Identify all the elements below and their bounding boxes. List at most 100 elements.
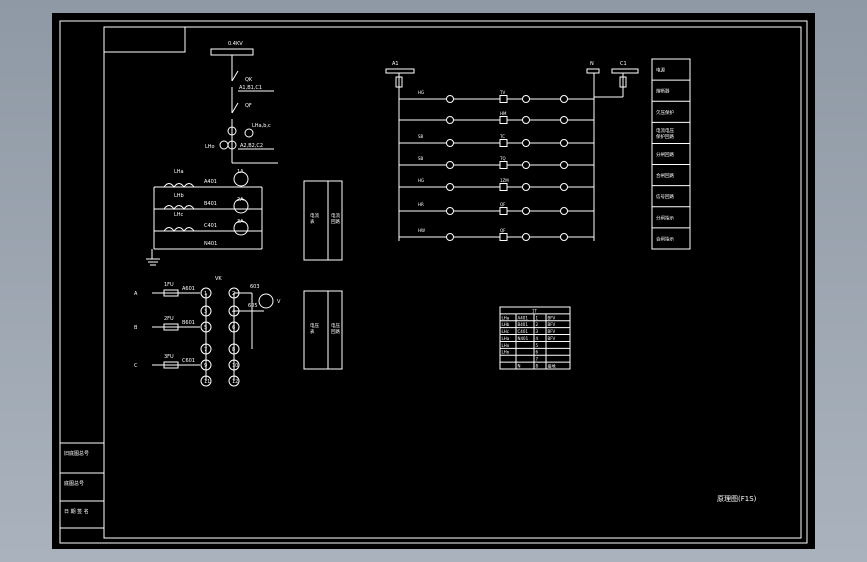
title-block-row-3: 日 期 签 名 bbox=[64, 508, 89, 515]
legend-item: 熔断器 bbox=[656, 88, 670, 95]
vk-terminal-label: 6 bbox=[232, 325, 235, 331]
vk-terminal-label: 1 bbox=[204, 291, 207, 297]
terminal-table-cell: LHo bbox=[502, 350, 510, 355]
legend-item: 分闸回路 bbox=[656, 151, 674, 158]
wire-b401: B401 bbox=[204, 201, 217, 207]
legend-item: 欠压保护 bbox=[656, 109, 674, 116]
terminal-table-cell: LHo bbox=[502, 343, 510, 348]
meter-3a: 3A bbox=[237, 219, 244, 225]
control-lamp bbox=[522, 161, 530, 169]
control-terminal bbox=[560, 207, 568, 215]
control-contact bbox=[446, 183, 454, 191]
device-box-left-label: 电流 bbox=[310, 212, 319, 219]
fuse-3fu-label: 3FU bbox=[164, 354, 174, 360]
drawing-title: 原理图(F1S) bbox=[717, 495, 757, 503]
device-box-right-label: 回路 bbox=[331, 218, 340, 225]
fuse-3fu bbox=[163, 361, 179, 369]
corner-block bbox=[103, 26, 186, 53]
vk-terminal-label: 11 bbox=[204, 379, 210, 385]
terminal-table-cell: C401 bbox=[518, 329, 529, 334]
control-lamp bbox=[522, 183, 530, 191]
terminal-table-cell: 1 bbox=[536, 315, 539, 320]
terminal-table-cell: B401 bbox=[518, 322, 529, 327]
terminal-table-cell: 3 bbox=[536, 329, 539, 334]
control-terminal bbox=[560, 233, 568, 241]
phases-top-label: A1,B1,C1 bbox=[239, 85, 262, 91]
vk-terminal-label: 12 bbox=[232, 379, 238, 385]
control-lamp bbox=[522, 233, 530, 241]
switch-qf-label: QF bbox=[245, 103, 252, 109]
control-relay bbox=[499, 95, 508, 103]
bus-n-label: N bbox=[590, 61, 594, 67]
bus-a1 bbox=[385, 68, 415, 74]
control-row-device-label: TC bbox=[499, 134, 505, 139]
bus-a1-label: A1 bbox=[392, 61, 399, 67]
wire-n401: N401 bbox=[204, 241, 217, 247]
device-box-current bbox=[303, 180, 343, 261]
control-contact bbox=[446, 139, 454, 147]
coil-lhc bbox=[163, 227, 195, 232]
fuse-2fu bbox=[163, 323, 179, 331]
control-contact bbox=[446, 161, 454, 169]
legend-column bbox=[651, 58, 691, 250]
coil-label-a: LHa bbox=[174, 169, 184, 175]
terminal-table-cell: N bbox=[518, 364, 521, 369]
legend-item: 电流电压 bbox=[656, 127, 674, 134]
terminal-table-cell: 接地 bbox=[548, 363, 556, 369]
legend-item: 信号回路 bbox=[656, 193, 674, 200]
cad-viewport[interactable]: 0.4KV QK A1,B1,C1 QF LHa,b,c LHo A2,B2,C… bbox=[52, 13, 815, 549]
control-contact bbox=[446, 233, 454, 241]
fuse-1fu-label: 1FU bbox=[164, 282, 174, 288]
control-lamp bbox=[522, 95, 530, 103]
control-row-device-label: TV bbox=[499, 90, 505, 95]
device-box-right-label: 电流 bbox=[331, 212, 340, 219]
legend-item: 分闸指示 bbox=[656, 214, 674, 221]
device-box-left-label: 表 bbox=[310, 328, 315, 335]
control-lamp bbox=[522, 139, 530, 147]
device-box-right-label: 回路 bbox=[331, 328, 340, 335]
legend-item: 电源 bbox=[656, 67, 665, 74]
terminal-table-cell: LHa bbox=[502, 315, 510, 320]
control-row-device-label: QF bbox=[500, 228, 506, 233]
phase-b: B bbox=[134, 325, 138, 331]
terminal-table-title: 1T bbox=[532, 308, 538, 313]
control-row-device-label: TQ bbox=[499, 156, 506, 161]
ammeter-2a bbox=[233, 198, 249, 214]
control-lamp bbox=[522, 116, 530, 124]
ct-label: LHa,b,c bbox=[252, 123, 271, 129]
terminal-table-cell: A401 bbox=[518, 315, 529, 320]
terminal-table-cell: LHa bbox=[502, 336, 510, 341]
wire-a601: A601 bbox=[182, 286, 195, 292]
vk-terminal-label: 2 bbox=[232, 291, 235, 297]
bus-c1 bbox=[611, 68, 639, 74]
bus-c1-label: C1 bbox=[620, 61, 627, 67]
switch-vk-label: VK bbox=[215, 276, 222, 282]
title-block bbox=[59, 442, 105, 529]
vk-terminal-label: 4 bbox=[232, 309, 235, 315]
phase-c: C bbox=[134, 363, 138, 369]
schematic-drawing: 0.4KV QK A1,B1,C1 QF LHa,b,c LHo A2,B2,C… bbox=[59, 20, 808, 544]
bus-voltage-label: 0.4KV bbox=[228, 41, 243, 47]
control-contact bbox=[446, 207, 454, 215]
bus-n bbox=[586, 68, 600, 74]
control-relay bbox=[499, 161, 508, 169]
ct-zero-label: LHo bbox=[205, 144, 215, 150]
control-row-left-label: HG bbox=[418, 90, 424, 95]
control-row-left-label: HR bbox=[418, 202, 424, 207]
legend-item: 合闸指示 bbox=[656, 235, 674, 242]
control-relay bbox=[499, 183, 508, 191]
voltmeter bbox=[258, 293, 274, 309]
terminal-table-cell: 7 bbox=[536, 357, 539, 362]
control-relay bbox=[499, 207, 508, 215]
terminal-table-cell: 2 bbox=[536, 322, 539, 327]
control-row-device-label: 1ZM bbox=[500, 178, 509, 183]
control-contact bbox=[446, 95, 454, 103]
outer-border bbox=[59, 20, 808, 544]
terminal-table-cell: BFV bbox=[548, 329, 556, 334]
switch-qk-label: QK bbox=[245, 77, 253, 83]
control-terminal bbox=[560, 139, 568, 147]
meter-2a: 2A bbox=[237, 197, 244, 203]
phase-a: A bbox=[134, 291, 138, 297]
wire-c601: C601 bbox=[182, 358, 195, 364]
vk-terminal-label: 8 bbox=[232, 347, 235, 353]
